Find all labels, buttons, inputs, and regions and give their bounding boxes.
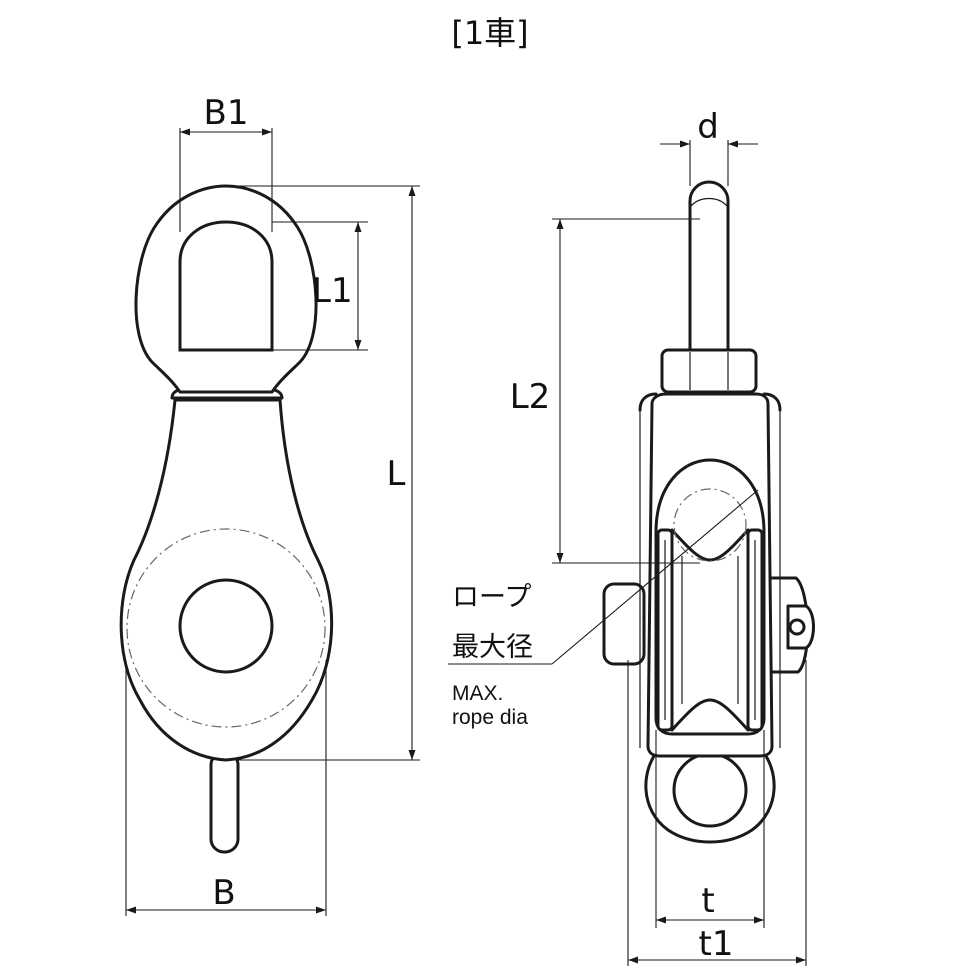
dim-b-label: B (212, 873, 235, 913)
side-left-boss (602, 582, 646, 666)
side-swivel-nut (660, 348, 758, 394)
side-view (602, 180, 815, 844)
dim-b1-label: B1 (204, 93, 249, 133)
dim-t-label: t (701, 881, 714, 921)
rope-note-en-line1: MAX. (452, 682, 503, 705)
front-axle-hole (178, 578, 274, 674)
side-sheave (670, 528, 750, 732)
side-split-pin (788, 618, 806, 636)
dim-d-label: d (697, 107, 719, 147)
front-sheave-outline (126, 528, 326, 728)
dim-t1-label: t1 (699, 924, 734, 964)
dim-l1-label: L1 (312, 271, 353, 311)
rope-note-en-line2: rope dia (452, 706, 528, 729)
rope-note-jp-line2: 最大径 (452, 632, 533, 663)
side-bottom-eye-hole (672, 752, 748, 828)
dim-l-label: L (387, 454, 406, 494)
rope-note: ロープ 最大径 MAX. rope dia (448, 489, 759, 729)
front-view (119, 184, 334, 854)
side-dimensions: d L2 t t1 (510, 107, 807, 966)
rope-note-jp-line1: ロープ (452, 582, 531, 613)
front-dimensions: B1 L1 L B (125, 93, 420, 916)
side-max-rope-circle (673, 488, 747, 562)
dim-l2-label: L2 (510, 377, 551, 417)
rope-leader-line (551, 489, 759, 665)
front-eye-opening (178, 220, 274, 352)
front-bottom-pin (209, 750, 240, 854)
drawing-title: [1車] (451, 14, 528, 52)
